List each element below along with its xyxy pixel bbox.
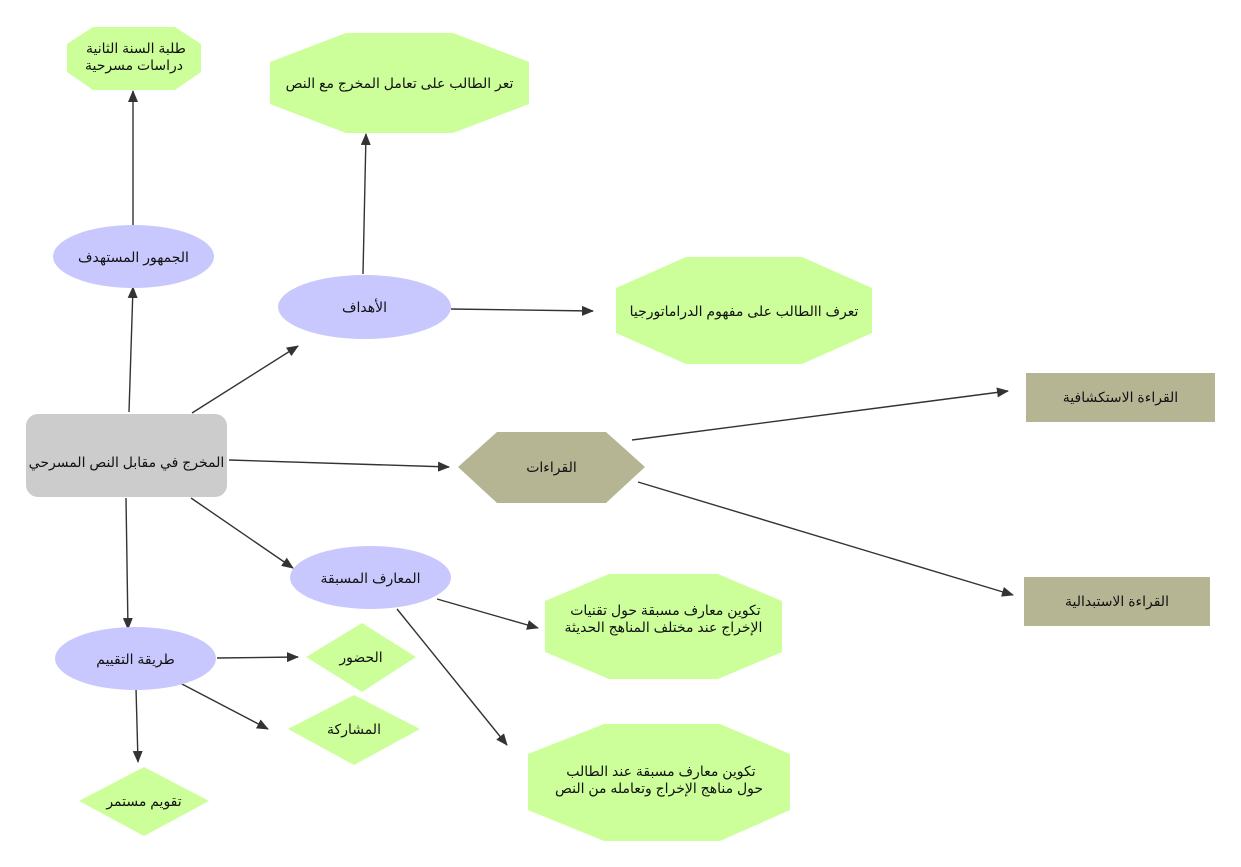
goal1-node-label[interactable]: تعر الطالب على تعامل المخرج مع النص <box>286 75 514 92</box>
connectors <box>122 90 1014 763</box>
reading-substitutive-node-label[interactable]: القراءة الاستبدالية <box>1065 593 1169 610</box>
edge-root-prior-knowledge <box>190 497 294 569</box>
edge-root-evaluation <box>122 497 133 630</box>
goal2-node-label[interactable]: تعرف االطالب على مفهوم الدراماتورجيا <box>630 303 859 320</box>
knowledge2-node-shape <box>528 724 790 841</box>
readings-node-shape <box>458 432 645 503</box>
evaluation-node-label[interactable]: طريقة التقييم <box>96 651 174 668</box>
students-node-shape <box>67 27 201 90</box>
edge-evaluation-continuous <box>132 687 143 763</box>
root-node-shape <box>26 414 227 497</box>
edge-root-goals <box>191 345 299 414</box>
prior-knowledge-node-shape <box>290 546 451 609</box>
edge-root-audience <box>127 286 138 413</box>
edge-readings-substitutive <box>637 481 1014 597</box>
edge-evaluation-attendance <box>216 652 299 663</box>
readings-node-label[interactable]: القراءات <box>526 459 577 476</box>
edge-root-readings <box>228 459 450 472</box>
goals-node-shape <box>278 275 451 339</box>
root-node-label[interactable]: المخرج في مقابل النص المسرحي <box>29 454 225 471</box>
goal2-node-shape <box>616 257 872 364</box>
goal1-node-shape <box>270 33 529 133</box>
edge-prior-knowledge-knowledge2 <box>396 608 508 746</box>
evaluation-node-shape <box>55 627 216 690</box>
attendance-node-shape <box>306 623 416 692</box>
participation-node-label[interactable]: المشاركة <box>327 721 381 738</box>
attendance-node-label[interactable]: الحضور <box>338 649 382 666</box>
participation-node-shape <box>288 695 420 765</box>
continuous-node-label[interactable]: تقويم مستمر <box>105 793 181 810</box>
edge-goals-goal2 <box>450 305 594 316</box>
knowledge2-node-label[interactable]: تكوين معارف مسبقة عند الطالب حول مناهج ا… <box>555 763 763 797</box>
prior-knowledge-node-label[interactable]: المعارف المسبقة <box>321 570 421 587</box>
edge-prior-knowledge-knowledge1 <box>436 598 539 630</box>
edge-readings-exploratory <box>631 387 1009 441</box>
knowledge1-node-shape <box>545 574 782 679</box>
reading-substitutive-node-shape <box>1024 577 1210 626</box>
audience-node-shape <box>53 225 214 288</box>
goals-node-label[interactable]: الأهداف <box>342 298 387 315</box>
knowledge1-node-label[interactable]: تكوين معارف مسبقة حول تقنيات الإخراج عند… <box>565 602 763 636</box>
edge-goals-goal1 <box>360 133 371 275</box>
continuous-node-shape <box>79 767 209 836</box>
students-node-label[interactable]: طلبة السنة الثانية دراسات مسرحية <box>82 40 186 74</box>
reading-exploratory-node-shape <box>1026 373 1215 422</box>
audience-node-label[interactable]: الجمهور المستهدف <box>78 249 189 266</box>
edge-evaluation-participation <box>179 682 269 730</box>
reading-exploratory-node-label[interactable]: القراءة الاستكشافية <box>1063 389 1178 406</box>
